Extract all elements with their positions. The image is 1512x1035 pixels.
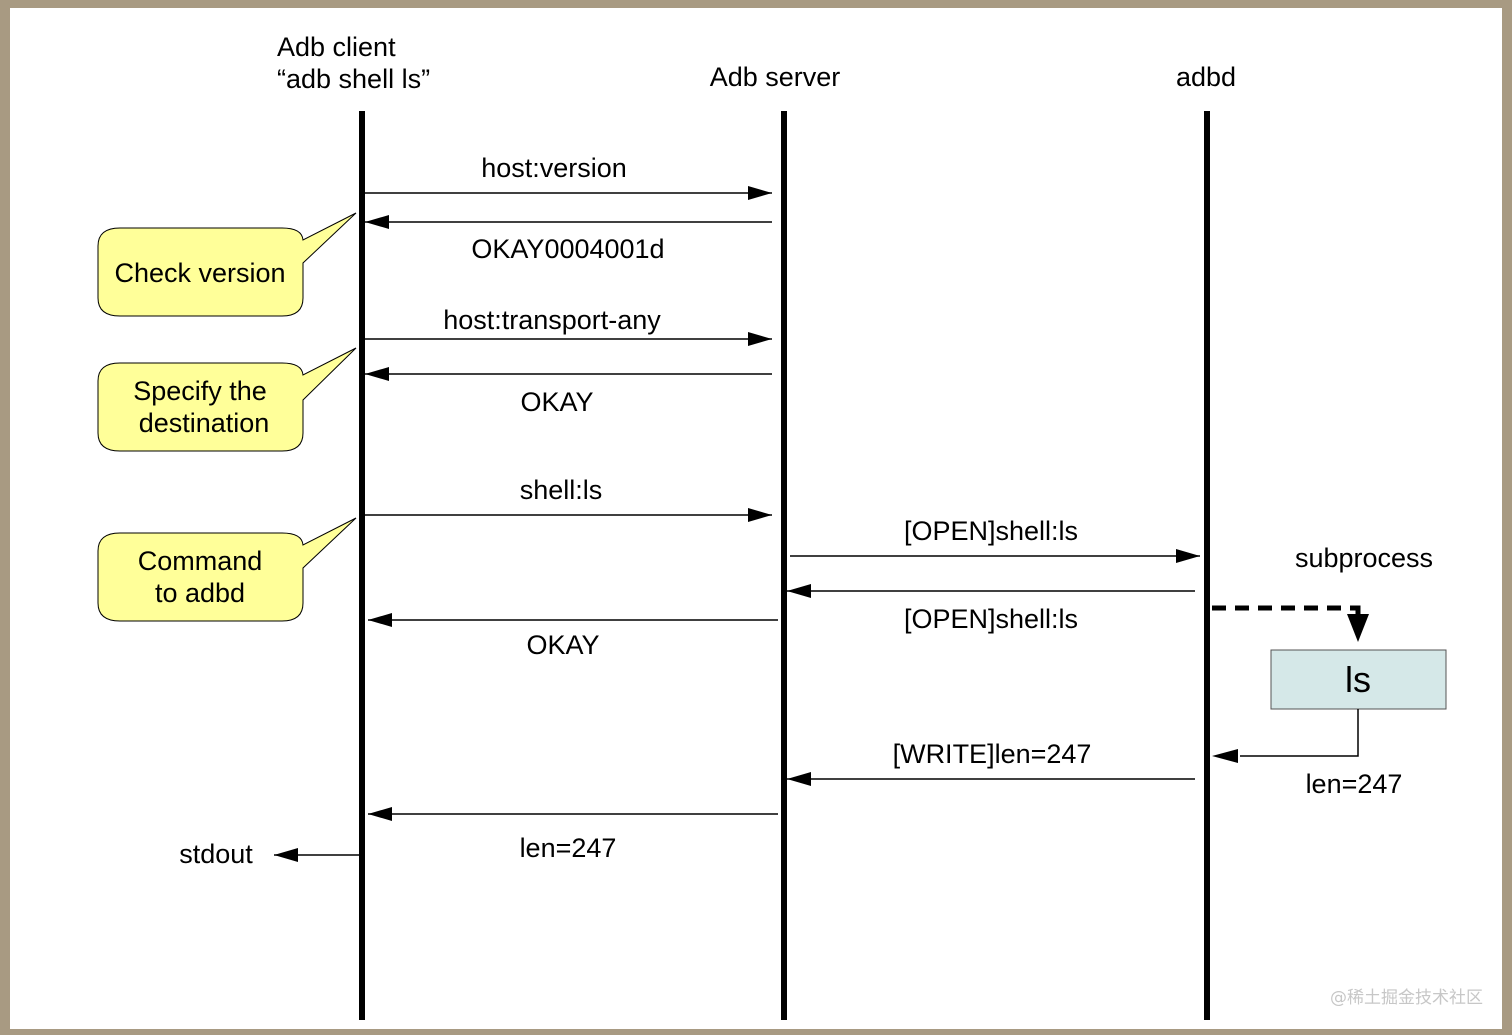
client-title-line2: “adb shell ls” [277, 64, 430, 94]
host-transport-label: host:transport-any [443, 305, 661, 335]
ls-process-label: ls [1345, 659, 1371, 700]
subprocess-arrowhead [1347, 614, 1369, 642]
adbd-title: adbd [1176, 62, 1236, 92]
watermark: @稀土掘金技术社区 [1330, 988, 1483, 1008]
ls-output-len-label: len=247 [1306, 769, 1403, 799]
callout-check-version: Check version [97, 212, 357, 317]
open-reply-label: [OPEN]shell:ls [904, 604, 1078, 634]
diagram-canvas: Adb client “adb shell ls” Adb server adb… [10, 8, 1502, 1029]
len-client-label: len=247 [520, 833, 617, 863]
callout-specify-destination: Specify the destination [97, 347, 357, 452]
okay-transport-label: OKAY [520, 387, 593, 417]
ls-output-arrowhead [1212, 749, 1238, 763]
client-title-line1: Adb client [277, 32, 396, 62]
okay-version-label: OKAY0004001d [471, 234, 664, 264]
ls-output-connector [1240, 709, 1359, 757]
callout-command-bubble [97, 517, 357, 622]
callout-command-line2: to adbd [155, 578, 245, 608]
callout-specify-line1: Specify the [133, 376, 267, 406]
subprocess-dashed-arrow [1212, 605, 1361, 624]
callout-check-version-text: Check version [114, 258, 285, 288]
host-version-label: host:version [481, 153, 627, 183]
callout-specify-line2: destination [139, 408, 270, 438]
shell-ls-label: shell:ls [520, 475, 603, 505]
stdout-label: stdout [179, 839, 253, 869]
callout-check-version-bubble [97, 212, 357, 317]
callout-command-line1: Command [138, 546, 263, 576]
callout-specify-destination-bubble [97, 347, 357, 452]
ls-process-box [1270, 649, 1447, 710]
subprocess-label: subprocess [1295, 543, 1433, 573]
callout-command-to-adbd: Command to adbd [97, 517, 357, 622]
write-label: [WRITE]len=247 [893, 739, 1092, 769]
server-title: Adb server [710, 62, 841, 92]
okay-shell-label: OKAY [526, 630, 599, 660]
open-request-label: [OPEN]shell:ls [904, 516, 1078, 546]
sequence-diagram: Adb client “adb shell ls” Adb server adb… [97, 32, 1483, 1020]
